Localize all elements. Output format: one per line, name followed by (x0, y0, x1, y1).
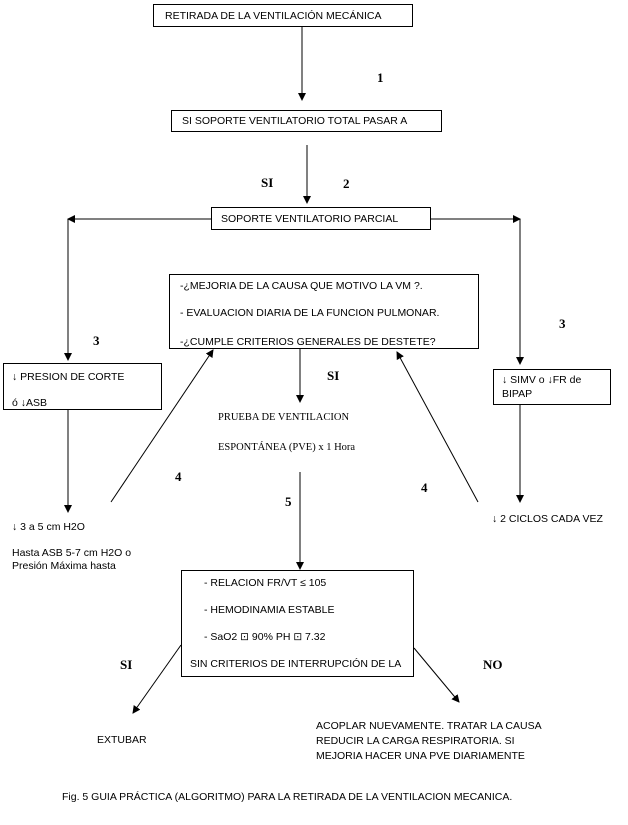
success-4: SIN CRITERIOS DE INTERRUPCIÓN DE LA (190, 658, 402, 670)
criteria-node: -¿MEJORIA DE LA CAUSA QUE MOTIVO LA VM ?… (169, 274, 479, 349)
label-si-2: SI (327, 368, 340, 383)
label-4-left: 4 (175, 469, 182, 484)
left-node-line2: ó ↓ASB (12, 397, 48, 409)
fail-1: ACOPLAR NUEVAMENTE. TRATAR LA CAUSA (316, 720, 542, 732)
fail-3: MEJORIA HACER UNA PVE DIARIAMENTE (316, 750, 525, 762)
start-node: RETIRADA DE LA VENTILACIÓN MECÁNICA (153, 4, 413, 27)
right-step: ↓ 2 CICLOS CADA VEZ (492, 513, 603, 525)
label-4-right: 4 (421, 480, 428, 495)
right-node-line1: ↓ SIMV o ↓FR de (502, 374, 582, 386)
arrow-4-left (110, 349, 214, 503)
arrow-si-extubar (132, 644, 182, 714)
success-2: - HEMODINAMIA ESTABLE (204, 604, 335, 616)
label-3-left: 3 (93, 333, 100, 348)
figure-caption: Fig. 5 GUIA PRÁCTICA (ALGORITMO) PARA LA… (62, 791, 513, 803)
left-node-line1: ↓ PRESION DE CORTE (12, 371, 125, 383)
partial-support-node: SOPORTE VENTILATORIO PARCIAL (211, 207, 431, 230)
label-1: 1 (377, 70, 384, 85)
left-note: Hasta ASB 5-7 cm H2O o Presión Máxima ha… (12, 547, 131, 571)
label-5: 5 (285, 494, 292, 509)
label-si-3: SI (120, 657, 133, 672)
criteria-3: -¿CUMPLE CRITERIOS GENERALES DE DESTETE? (180, 336, 436, 348)
total-support-node: SI SOPORTE VENTILATORIO TOTAL PASAR A (171, 110, 442, 132)
left-step: ↓ 3 a 5 cm H2O (12, 521, 85, 533)
left-node: ↓ PRESION DE CORTE ó ↓ASB (3, 363, 162, 410)
left-note-2: Presión Máxima hasta (12, 560, 116, 571)
right-node-line2: BIPAP (502, 388, 533, 400)
left-note-1: Hasta ASB 5-7 cm H2O o (12, 547, 132, 559)
label-si-1: SI (261, 175, 274, 190)
partial-text: SOPORTE VENTILATORIO PARCIAL (221, 213, 399, 225)
trial-line1: PRUEBA DE VENTILACION (218, 412, 350, 423)
fail-2: REDUCIR LA CARGA RESPIRATORIA. SI (316, 735, 515, 747)
right-node: ↓ SIMV o ↓FR de BIPAP (493, 369, 611, 405)
arrow-4-right (396, 351, 479, 503)
success-criteria-node: - RELACION FR/VT ≤ 105 - HEMODINAMIA EST… (181, 570, 414, 677)
label-2: 2 (343, 176, 350, 191)
start-text: RETIRADA DE LA VENTILACIÓN MECÁNICA (165, 10, 382, 22)
success-1: - RELACION FR/VT ≤ 105 (204, 577, 327, 589)
arrow-no (413, 647, 460, 703)
trial-line2: ESPONTÁNEA (PVE) x 1 Hora (218, 442, 356, 453)
extubate-text: EXTUBAR (97, 734, 147, 746)
label-no: NO (483, 657, 503, 672)
fail-text: ACOPLAR NUEVAMENTE. TRATAR LA CAUSA REDU… (316, 719, 542, 764)
criteria-2: - EVALUACION DIARIA DE LA FUNCION PULMON… (180, 307, 440, 319)
criteria-1: -¿MEJORIA DE LA CAUSA QUE MOTIVO LA VM ?… (180, 280, 423, 292)
label-3-right: 3 (559, 316, 566, 331)
total-text: SI SOPORTE VENTILATORIO TOTAL PASAR A (182, 115, 408, 127)
success-3: - SaO2 ⊡ 90% PH ⊡ 7.32 (204, 631, 326, 643)
